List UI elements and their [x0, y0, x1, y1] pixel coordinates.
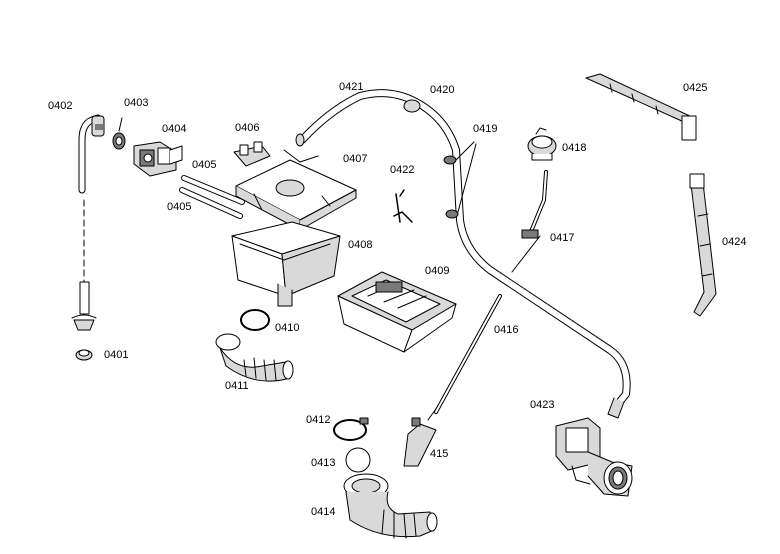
label-0410: 0410	[275, 322, 300, 334]
part-0423-drain-pump	[555, 417, 633, 497]
part-0412-clamp	[333, 417, 369, 441]
part-0414-sump-hose	[343, 473, 438, 539]
label-0411: 0411	[225, 380, 249, 392]
label-0421: 0421	[339, 81, 364, 93]
label-0419: 0419	[473, 123, 498, 135]
label-0401: 0401	[104, 349, 129, 361]
label-0415: 415	[430, 448, 449, 460]
label-0409: 0409	[425, 265, 450, 277]
part-0408-detergent-box	[231, 221, 341, 307]
part-0411-bellows	[215, 333, 294, 382]
label-0405-upper: 0405	[192, 159, 217, 171]
part-0404-inlet-valve	[133, 141, 183, 177]
part-0405-hoses	[179, 175, 245, 219]
label-0420: 0420	[430, 84, 455, 96]
part-0413-ball	[345, 447, 371, 473]
label-0425: 0425	[683, 82, 708, 94]
part-0420-0421-hoses	[295, 89, 631, 419]
label-0414: 0414	[311, 506, 336, 518]
part-0401-filter	[75, 349, 93, 361]
label-0406: 0406	[235, 122, 260, 134]
label-0402: 0402	[48, 100, 73, 112]
part-0410-clamp	[240, 309, 270, 331]
label-0412: 0412	[306, 414, 331, 426]
part-0425-rail	[585, 73, 697, 141]
label-0418: 0418	[562, 142, 587, 154]
part-0409-drawer	[337, 271, 457, 353]
part-0407-dispenser-lid	[235, 149, 357, 231]
part-0422-bracket	[393, 189, 413, 223]
label-0413: 0413	[311, 457, 336, 469]
part-0424-rail	[689, 173, 717, 317]
label-0422: 0422	[390, 164, 415, 176]
label-0416: 0416	[494, 324, 519, 336]
part-0403-seal	[112, 117, 126, 150]
part-0406-connector	[233, 141, 271, 167]
part-0416-hose	[434, 235, 541, 414]
label-0424: 0424	[722, 236, 747, 248]
label-0417: 0417	[550, 232, 575, 244]
label-0404: 0404	[162, 123, 187, 135]
part-0418-pressure-switch	[527, 127, 557, 161]
label-0423: 0423	[530, 399, 555, 411]
part-0417-tube	[521, 170, 548, 239]
label-0408: 0408	[348, 239, 373, 251]
label-0407: 0407	[343, 153, 368, 165]
label-0405-lower: 0405	[167, 201, 192, 213]
part-0402-inlet-hose	[71, 114, 105, 331]
label-0403: 0403	[124, 97, 149, 109]
